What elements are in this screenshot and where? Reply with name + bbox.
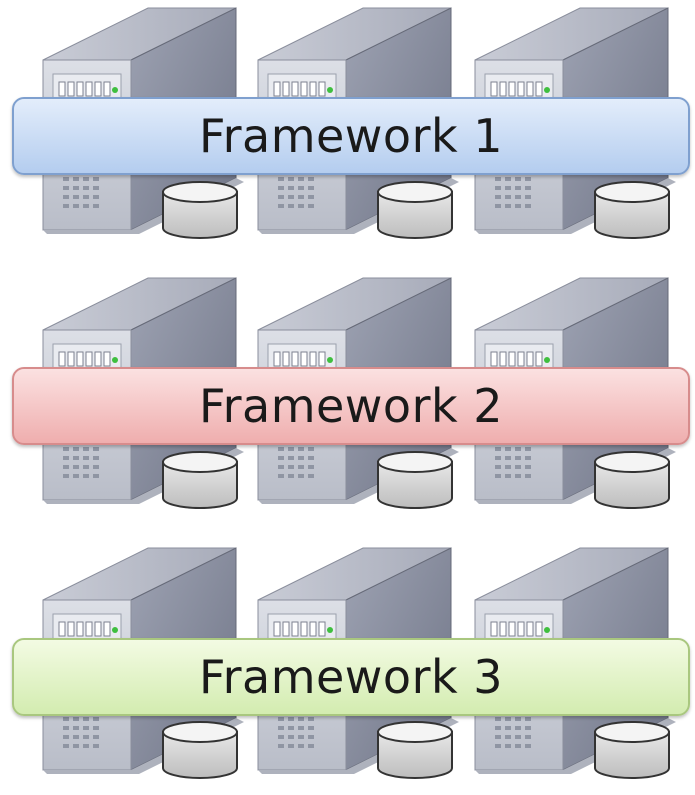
database-disk-icon: [594, 451, 670, 509]
framework-1-banner: Framework 1: [12, 97, 690, 175]
database-disk-icon: [162, 721, 238, 779]
database-disk-icon: [377, 451, 453, 509]
database-disk-icon: [594, 181, 670, 239]
framework-3-banner: Framework 3: [12, 638, 690, 716]
framework-2-banner: Framework 2: [12, 367, 690, 445]
database-disk-icon: [594, 721, 670, 779]
database-disk-icon: [377, 181, 453, 239]
database-disk-icon: [162, 451, 238, 509]
framework-1-label: Framework 1: [198, 109, 504, 163]
framework-2-label: Framework 2: [198, 379, 504, 433]
database-disk-icon: [377, 721, 453, 779]
framework-3-label: Framework 3: [198, 650, 504, 704]
database-disk-icon: [162, 181, 238, 239]
